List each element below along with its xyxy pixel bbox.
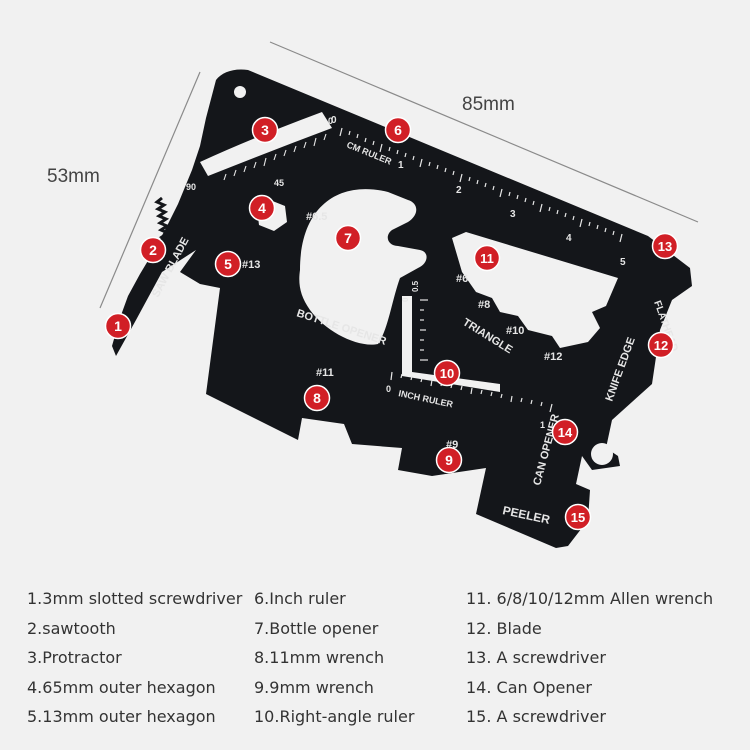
marker-8: 8: [303, 384, 331, 412]
legend-item-11: 11. 6/8/10/12mm Allen wrench: [466, 589, 714, 608]
marker-13: 13: [651, 232, 679, 260]
marker-9: 9: [435, 446, 463, 474]
svg-text:1: 1: [114, 318, 122, 334]
cm-ruler-ticks: [339, 127, 623, 243]
legend-item-14: 14. Can Opener: [466, 678, 592, 697]
svg-text:5: 5: [224, 256, 232, 272]
height-dimension-line: [99, 71, 201, 309]
legend-item-8: 8.11mm wrench: [254, 648, 385, 667]
legend-item-9: 9.9mm wrench: [254, 678, 374, 697]
legend-item-10: 10.Right-angle ruler: [254, 707, 415, 726]
cm-tick-5: 5: [620, 257, 626, 268]
cm-tick-4: 4: [566, 233, 572, 244]
svg-text:4: 4: [258, 200, 266, 216]
marker-12: 12: [647, 331, 675, 359]
svg-text:14: 14: [558, 425, 573, 440]
protractor-90: 90: [186, 182, 196, 192]
marker-14: 14: [551, 418, 579, 446]
svg-text:2: 2: [149, 242, 157, 258]
marker-5: 5: [214, 250, 242, 278]
svg-text:10: 10: [440, 366, 454, 381]
svg-text:15: 15: [571, 510, 585, 525]
protractor-0: 0: [328, 116, 333, 126]
legend-item-13: 13. A screwdriver: [466, 648, 606, 667]
svg-text:12: 12: [654, 338, 668, 353]
legend-item-4: 4.65mm outer hexagon: [27, 678, 216, 697]
inch-tick-1: 1: [540, 420, 545, 430]
svg-text:8: 8: [313, 390, 321, 406]
allen-8-label: #8: [478, 299, 490, 311]
vertical-scale-05: 0.5: [411, 280, 420, 292]
svg-text:9: 9: [445, 452, 453, 468]
legend-item-15: 15. A screwdriver: [466, 707, 606, 726]
marker-3: 3: [251, 116, 279, 144]
marker-1: 1: [104, 312, 132, 340]
legend-item-2: 2.sawtooth: [27, 619, 116, 638]
protractor-ticks: [223, 133, 327, 181]
vertical-scale-ticks: [420, 299, 428, 361]
vertical-scale-0: 0: [401, 297, 410, 302]
allen-12-label: #12: [544, 351, 562, 363]
legend-item-7: 7.Bottle opener: [254, 619, 379, 638]
multitool-card-figure: CM RULER 0 1 2 3 4 5 90 45 0 SAW BLADE #…: [99, 41, 699, 549]
marker-4: 4: [248, 194, 276, 222]
svg-text:3: 3: [261, 122, 269, 138]
cm-tick-1: 1: [398, 160, 404, 171]
saw-teeth: [154, 196, 174, 256]
legend-item-5: 5.13mm outer hexagon: [27, 707, 216, 726]
svg-text:6: 6: [394, 122, 402, 138]
hex-13-label: #13: [242, 259, 260, 271]
legend-item-1: 1.3mm slotted screwdriver: [27, 589, 243, 608]
marker-10: 10: [433, 359, 461, 387]
protractor-45: 45: [274, 178, 284, 188]
allen-6-label: #6: [456, 273, 468, 285]
svg-text:7: 7: [344, 230, 352, 246]
height-dimension-label: 53mm: [47, 166, 100, 187]
legend-item-3: 3.Protractor: [27, 648, 122, 667]
marker-6: 6: [384, 116, 412, 144]
marker-7: 7: [334, 224, 362, 252]
wrench-11-label: #11: [316, 367, 334, 379]
svg-text:13: 13: [658, 239, 672, 254]
inch-tick-0: 0: [386, 384, 391, 394]
width-dimension-line: [269, 41, 699, 223]
legend-item-6: 6.Inch ruler: [254, 589, 346, 608]
width-dimension-label: 85mm: [462, 94, 515, 115]
cm-tick-3: 3: [510, 209, 516, 220]
marker-2: 2: [139, 236, 167, 264]
card-body: [112, 69, 692, 549]
cm-tick-2: 2: [456, 185, 462, 196]
marker-11: 11: [473, 244, 501, 272]
allen-10-label: #10: [506, 325, 524, 337]
svg-text:11: 11: [480, 251, 494, 266]
marker-15: 15: [564, 503, 592, 531]
cm-tick-0: 0: [331, 115, 337, 126]
legend-item-12: 12. Blade: [466, 619, 542, 638]
hex-65-label: #6.5: [306, 211, 327, 223]
